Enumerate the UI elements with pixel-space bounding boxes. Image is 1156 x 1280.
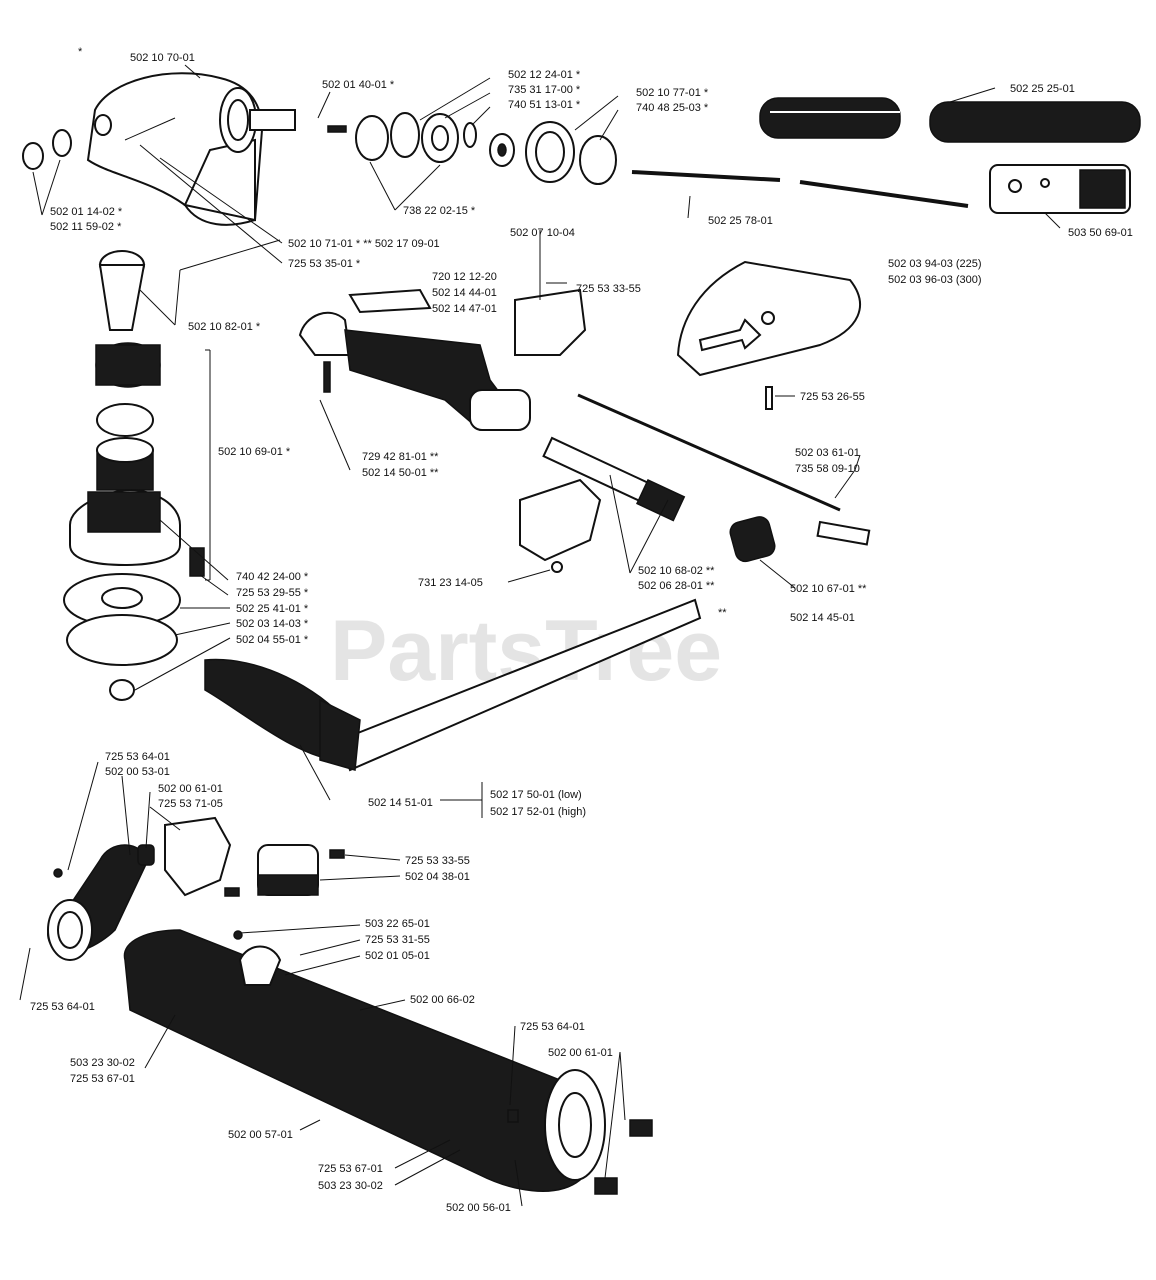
bearing-set-top — [327, 112, 617, 185]
callout-label: 502 01 14-02 * — [50, 206, 123, 218]
long-rod — [577, 393, 871, 546]
throttle-cover — [989, 164, 1131, 214]
callout-label: 502 00 56-01 — [446, 1202, 511, 1214]
callout-label: 503 50 69-01 — [1068, 227, 1133, 239]
callout-label: 502 04 38-01 — [405, 871, 470, 883]
gear-housing — [86, 72, 296, 226]
callout-label: 725 53 64-01 — [105, 751, 170, 763]
callout-label: 502 25 41-01 * — [236, 603, 309, 615]
callout-label: * — [78, 46, 83, 58]
callout-label: 502 03 96-03 (300) — [888, 274, 982, 286]
callout-label: 729 42 81-01 ** — [362, 451, 439, 463]
callout-label: 502 10 68-02 ** — [638, 565, 715, 577]
callout-label: 740 42 24-00 * — [236, 571, 309, 583]
callout-label: 725 53 71-05 — [158, 798, 223, 810]
drive-disc — [63, 573, 181, 701]
callout-label: 725 53 35-01 * — [288, 258, 361, 270]
handlebar — [204, 598, 702, 772]
callout-label: 502 03 61-01 — [795, 447, 860, 459]
callout-label: 502 17 52-01 (high) — [490, 806, 586, 818]
knob-nut — [729, 516, 776, 563]
callout-label: 735 58 09-10 — [795, 463, 860, 475]
callout-label: 502 14 47-01 — [432, 303, 497, 315]
engine-housing-tube — [123, 929, 653, 1195]
callout-label: 502 06 28-01 ** — [638, 580, 715, 592]
callout-label: 502 03 94-03 (225) — [888, 258, 982, 270]
clamp-cap — [257, 844, 345, 896]
callout-label: 502 25 25-01 — [1010, 83, 1075, 95]
callout-label: 503 23 30-02 — [70, 1057, 135, 1069]
callout-label: 725 53 67-01 — [318, 1163, 383, 1175]
callout-label: 502 11 59-02 * — [50, 221, 122, 233]
drive-shaft — [631, 170, 969, 208]
callout-label: ** — [718, 607, 727, 619]
callout-label: 502 17 50-01 (low) — [490, 789, 582, 801]
callout-label: 502 14 44-01 — [432, 287, 497, 299]
callout-label: 725 53 33-55 — [405, 855, 470, 867]
callout-label: 502 14 45-01 — [790, 612, 855, 624]
callout-label: 725 53 26-55 — [800, 391, 865, 403]
callout-label: 502 14 50-01 ** — [362, 467, 439, 479]
grass-shield — [676, 260, 861, 410]
callout-label: 502 07 10-04 — [510, 227, 575, 239]
callout-label: 502 10 71-01 * ** 502 17 09-01 — [288, 238, 440, 250]
loop-handle — [298, 288, 531, 431]
callout-label: 502 12 24-01 * — [508, 69, 581, 81]
callout-label: 725 53 64-01 — [520, 1021, 585, 1033]
grip-tube-top — [759, 97, 1141, 143]
shaft-coupling — [542, 436, 686, 522]
callout-label: 725 53 33-55 — [576, 283, 641, 295]
callout-label: 725 53 31-55 — [365, 934, 430, 946]
callout-label: 502 03 14-03 * — [236, 618, 309, 630]
spindle-bearing-stack — [69, 342, 205, 577]
handle-bracket — [514, 230, 587, 356]
callout-label: 502 10 70-01 — [130, 52, 195, 64]
callout-label: 502 01 40-01 * — [322, 79, 395, 91]
callout-label: 725 53 64-01 — [30, 1001, 95, 1013]
leader-lines — [19, 64, 1061, 1207]
callout-label: 502 10 67-01 ** — [790, 583, 867, 595]
handle-arm-bracket — [47, 844, 155, 961]
cap-nut-small — [22, 129, 72, 170]
callout-label: 502 00 57-01 — [228, 1129, 293, 1141]
bevel-gear — [98, 250, 146, 331]
callout-label: 502 00 61-01 — [548, 1047, 613, 1059]
callout-label: 502 01 05-01 — [365, 950, 430, 962]
callout-label: 502 00 53-01 — [105, 766, 170, 778]
callout-label: 731 23 14-05 — [418, 577, 483, 589]
callout-label: 738 22 02-15 * — [403, 205, 476, 217]
clamp-housing — [164, 816, 240, 897]
callout-label: 720 12 12-20 — [432, 271, 497, 283]
callout-label: 503 23 30-02 — [318, 1180, 383, 1192]
callout-label: 502 14 51-01 — [368, 797, 433, 809]
callout-label: 502 10 82-01 * — [188, 321, 261, 333]
callout-label: 740 51 13-01 * — [508, 99, 581, 111]
callout-label: 735 31 17-00 * — [508, 84, 581, 96]
callout-label: 725 53 67-01 — [70, 1073, 135, 1085]
callout-label: 740 48 25-03 * — [636, 102, 709, 114]
callout-label: 502 00 61-01 — [158, 783, 223, 795]
callout-label: 502 10 77-01 * — [636, 87, 709, 99]
clamp-block — [519, 478, 602, 573]
callout-label: 502 25 78-01 — [708, 215, 773, 227]
callout-labels: 502 10 70-01 * 502 01 40-01 * 502 12 24-… — [30, 46, 1133, 1214]
callout-label: 502 10 69-01 * — [218, 446, 291, 458]
callout-label: 503 22 65-01 — [365, 918, 430, 930]
callout-label: 502 00 66-02 — [410, 994, 475, 1006]
callout-label: 502 04 55-01 * — [236, 634, 309, 646]
callout-label: 725 53 29-55 * — [236, 587, 309, 599]
